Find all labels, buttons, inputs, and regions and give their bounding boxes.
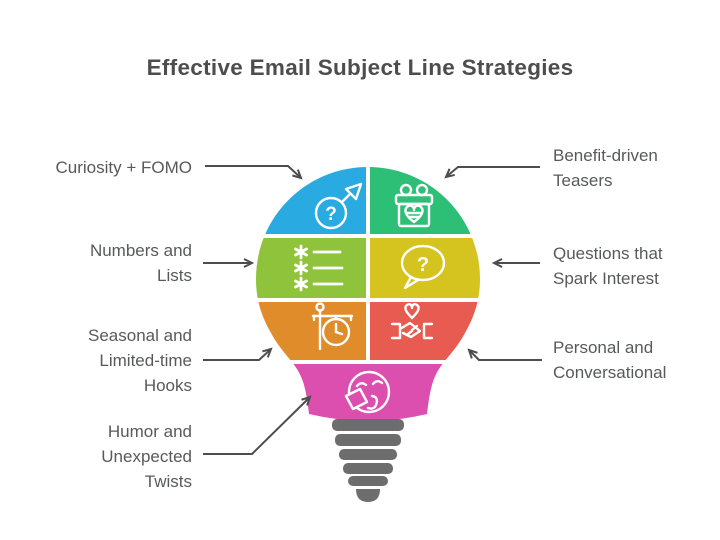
bulb-segment-curiosity [256,167,366,234]
asterisk-bullet [294,276,308,292]
label-curiosity-fomo: Curiosity + FOMO [55,158,193,177]
connector-arrows [203,165,542,455]
label-personal-conversational: Personal and Conversational [553,338,667,382]
label-seasonal-hooks: Seasonal and Limited-time Hooks [88,326,192,395]
handshake-heart-icon [390,303,434,340]
hanging-clock-icon [311,302,354,351]
bulb-segment-seasonal [256,302,366,360]
bulb-segment-questions [370,238,480,298]
gift-heart-icon [394,183,434,228]
bulleted-list-icon [294,244,344,292]
svg-text:?: ? [417,254,429,276]
label-numbers-lists: Numbers and Lists [89,241,192,285]
bulb-segments [256,167,480,421]
base-thread [339,449,397,460]
arrow-benefit [444,166,540,179]
bulb-screw-base [332,419,404,502]
asterisk-bullet [294,244,308,260]
asterisk-bullet [294,260,308,276]
laughing-face-icon [344,370,391,414]
label-humor-twists: Humor and Unexpected Twists [101,422,192,491]
arrow-seasonal [203,347,273,361]
bulb-segment-personal [370,302,480,360]
bulb-segment-humor [256,364,480,421]
question-speech-bubble-icon: ? [400,244,446,290]
base-thread [348,476,388,486]
bulb-segment-numbers [256,238,366,298]
bulb-segment-benefit [370,167,480,234]
base-thread [343,463,393,474]
svg-text:?: ? [325,204,337,225]
base-tip [356,489,380,502]
label-questions-interest: Questions that Spark Interest [553,244,663,288]
arrow-personal [467,348,542,361]
label-benefit-teasers: Benefit-driven Teasers [553,146,658,190]
curiosity-question-arrow-icon: ? [314,182,363,230]
arrow-curiosity [205,165,303,180]
base-thread [335,434,401,446]
arrow-humor [203,395,312,455]
base-thread [332,419,404,431]
page-title: Effective Email Subject Line Strategies [146,55,574,80]
